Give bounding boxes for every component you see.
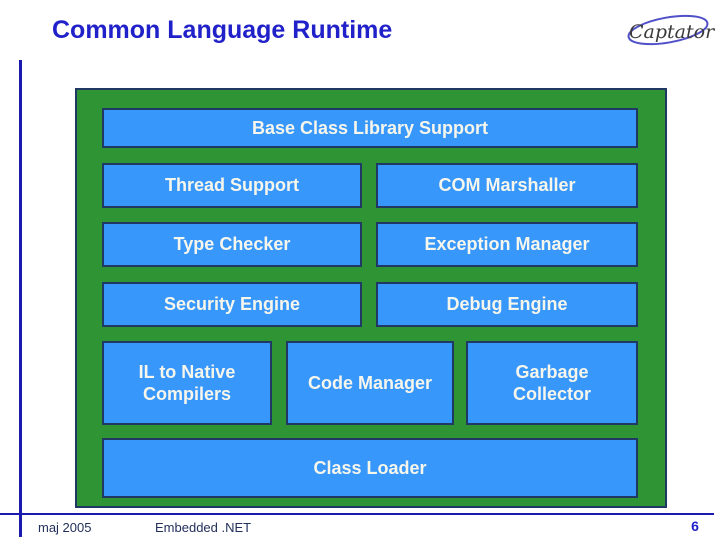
clr-diagram-panel: Base Class Library Support Thread Suppor… [75,88,667,508]
box-base-class-library-support: Base Class Library Support [102,108,638,148]
page-number: 6 [691,518,699,534]
footer-divider-line [0,513,714,515]
box-security-engine: Security Engine [102,282,362,327]
box-garbage-collector: Garbage Collector [466,341,638,425]
left-accent-line [19,60,22,537]
footer-label: Embedded .NET [155,520,252,535]
footer-date: maj 2005 [38,520,92,535]
box-type-checker: Type Checker [102,222,362,267]
box-exception-manager: Exception Manager [376,222,638,267]
logo-text: Captator [629,21,716,43]
box-thread-support: Thread Support [102,163,362,208]
box-class-loader: Class Loader [102,438,638,498]
captator-logo: Captator [627,14,716,46]
box-code-manager: Code Manager [286,341,454,425]
box-debug-engine: Debug Engine [376,282,638,327]
page-title: Common Language Runtime [52,16,393,44]
box-com-marshaller: COM Marshaller [376,163,638,208]
logo-ellipse-icon [627,14,709,46]
box-il-to-native-compilers: IL to Native Compilers [102,341,272,425]
